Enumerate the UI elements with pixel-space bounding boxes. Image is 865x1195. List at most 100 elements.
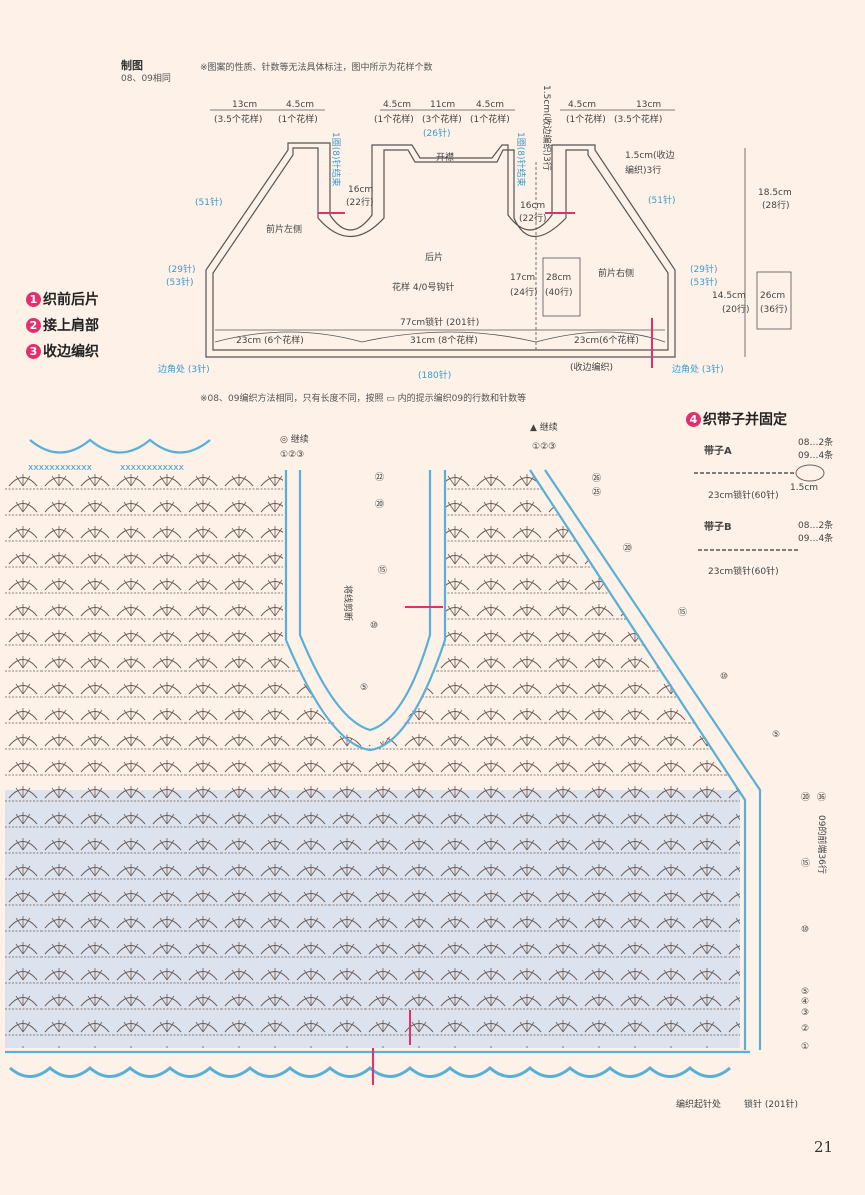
edge-row-36: ㊱ (817, 792, 826, 803)
dim-arcs-bottom (214, 331, 666, 343)
box2-cm: 26cm (760, 291, 785, 301)
step-2-number: 2 (26, 317, 41, 333)
side-left-b: (53针) (166, 276, 193, 288)
page-number: 21 (814, 1138, 834, 1156)
edge-row-1: ① (801, 1042, 809, 1052)
stitch-body (5, 465, 740, 1048)
opening-label: 开襟 (436, 151, 454, 163)
dim-13cm-l: 13cm (232, 100, 257, 110)
center-stitches: (26针) (423, 127, 450, 139)
bottom-total: 77cm锁针 (201针) (400, 316, 479, 328)
left-depth: 16cm (348, 185, 373, 195)
strap-a-count2: 09…4条 (798, 449, 833, 461)
edge-row-5: ⑤ (801, 987, 809, 997)
left-row-20: ⑳ (375, 499, 384, 510)
edge-row-3: ③ (801, 1008, 809, 1018)
box2-rows: (36行) (760, 303, 787, 315)
box-09-lower (756, 271, 792, 330)
step-3-number: 3 (26, 343, 41, 359)
outline-outer (205, 142, 676, 358)
dim-13cm-r: 13cm (636, 100, 661, 110)
side-right-a: (29针) (690, 263, 717, 275)
front-left-label: 前片左侧 (266, 223, 302, 235)
neckline-edging-inner (298, 470, 432, 732)
box-09-upper (542, 257, 581, 317)
step-2-label: 接上肩部 (43, 318, 99, 334)
pat-4: (3个花样) (422, 113, 462, 125)
chain-note: 锁针 (201针) (744, 1098, 798, 1110)
pat-5: (1个花样) (470, 113, 510, 125)
right-depth: 16cm (520, 201, 545, 211)
side-stitches-left: (51针) (195, 196, 222, 208)
row-tag-right: ①②③ (532, 442, 556, 452)
collar-vertical-note: 1.5cm(收边编织)3行 (541, 85, 553, 171)
vertical-note-09: 09的前端36行 (816, 815, 828, 874)
step-4: 4 织带子并固定 (686, 408, 787, 430)
step-1-label: 织前后片 (43, 292, 99, 308)
edge-row-20: ⑳ (801, 792, 810, 803)
strap-a-count1: 08…2条 (798, 436, 833, 448)
dim-45-b: 4.5cm (383, 100, 411, 110)
strap-a-tassel-icon (795, 464, 825, 482)
neck-left-note: 1圈(8)针结束 (330, 132, 342, 186)
corner-left: 边角处 (3针) (158, 363, 210, 375)
pattern-hook: 花样 4/0号钩针 (392, 281, 454, 293)
outline-inner (212, 147, 669, 351)
right-row-10: ⑩ (720, 672, 728, 682)
front-edging-inner (544, 469, 762, 1050)
back-label: 后片 (425, 251, 443, 263)
edge-xs-left: xxxxxxxxxxxx (28, 463, 93, 473)
neckline-edging-outer (284, 470, 447, 752)
height-total: 18.5cm (758, 188, 792, 198)
strap-a-tassel: 1.5cm (790, 483, 818, 493)
step-3: 3 收边编织 (26, 340, 99, 362)
pat-2: (1个花样) (278, 113, 318, 125)
edge-xs-mid: xxxxxxxxxxxx (120, 463, 185, 473)
note-09: ※08、09编织方法相同，只有长度不同，按照 ▭ 内的提示编织09的行数和针数等 (200, 394, 527, 404)
pat-3: (1个花样) (374, 113, 414, 125)
right-row-26: ㉖ (592, 473, 601, 484)
mid-height: 17cm (510, 273, 535, 283)
mid-rows: (24行) (510, 286, 537, 298)
step-4-label: 织带子并固定 (703, 412, 787, 428)
start-note: 编织起针处 (676, 1098, 721, 1110)
dim-11cm: 11cm (430, 100, 455, 110)
step-1-number: 1 (26, 291, 41, 307)
right-edge-note1: 1.5cm(收边 (625, 149, 675, 161)
bottom-right: 23cm(6个花样) (574, 334, 639, 346)
neck-right-note: 1圈(8)针结束 (515, 132, 527, 186)
strap-b-len: 23cm锁针(60针) (708, 565, 779, 577)
page-title: 制图 (121, 59, 143, 72)
strap-a-label: 带子A (704, 444, 732, 457)
header-note: ※图案的性质、针数等无法具体标注，图中所示为花样个数 (200, 63, 433, 73)
front-right-label: 前片右侧 (598, 267, 634, 279)
box1-cm: 28cm (546, 273, 571, 283)
corner-right: 边角处 (3针) (672, 363, 724, 375)
strap-b-count2: 09…4条 (798, 532, 833, 544)
left-depth-rows: (22行) (346, 196, 373, 208)
bottom-scallops (9, 1066, 731, 1078)
left-row-10: ⑩ (370, 621, 378, 631)
top-edging (29, 438, 211, 454)
edge-row-10: ⑩ (801, 925, 809, 935)
right-row-20: ⑳ (623, 543, 632, 554)
cont-circle: ◎ 继续 (280, 433, 309, 445)
right-depth-rows: (22行) (519, 212, 546, 224)
edging-label: (收边编织) (570, 361, 613, 373)
edge-row-4: ④ (801, 997, 809, 1007)
bottom-mid: 31cm (8个花样) (410, 334, 478, 346)
bottom-stitch: (180针) (418, 369, 451, 381)
side-left-a: (29针) (168, 263, 195, 275)
left-row-15: ⑮ (378, 565, 387, 576)
dim-45-d: 4.5cm (568, 100, 596, 110)
page-subtitle: 08、09相同 (121, 74, 171, 84)
dim-45-a: 4.5cm (286, 100, 314, 110)
strap-b-label: 带子B (704, 520, 732, 533)
box1-rows: (40行) (545, 286, 572, 298)
schematic-diagram: 13cm 4.5cm 4.5cm 11cm 4.5cm 4.5cm 13cm (… (158, 85, 792, 381)
straps-diagram: 带子A 08…2条 09…4条 23cm锁针(60针) 1.5cm 带子B 08… (694, 436, 833, 577)
strap-a-len: 23cm锁针(60针) (708, 489, 779, 501)
right-row-5: ⑤ (772, 730, 780, 740)
